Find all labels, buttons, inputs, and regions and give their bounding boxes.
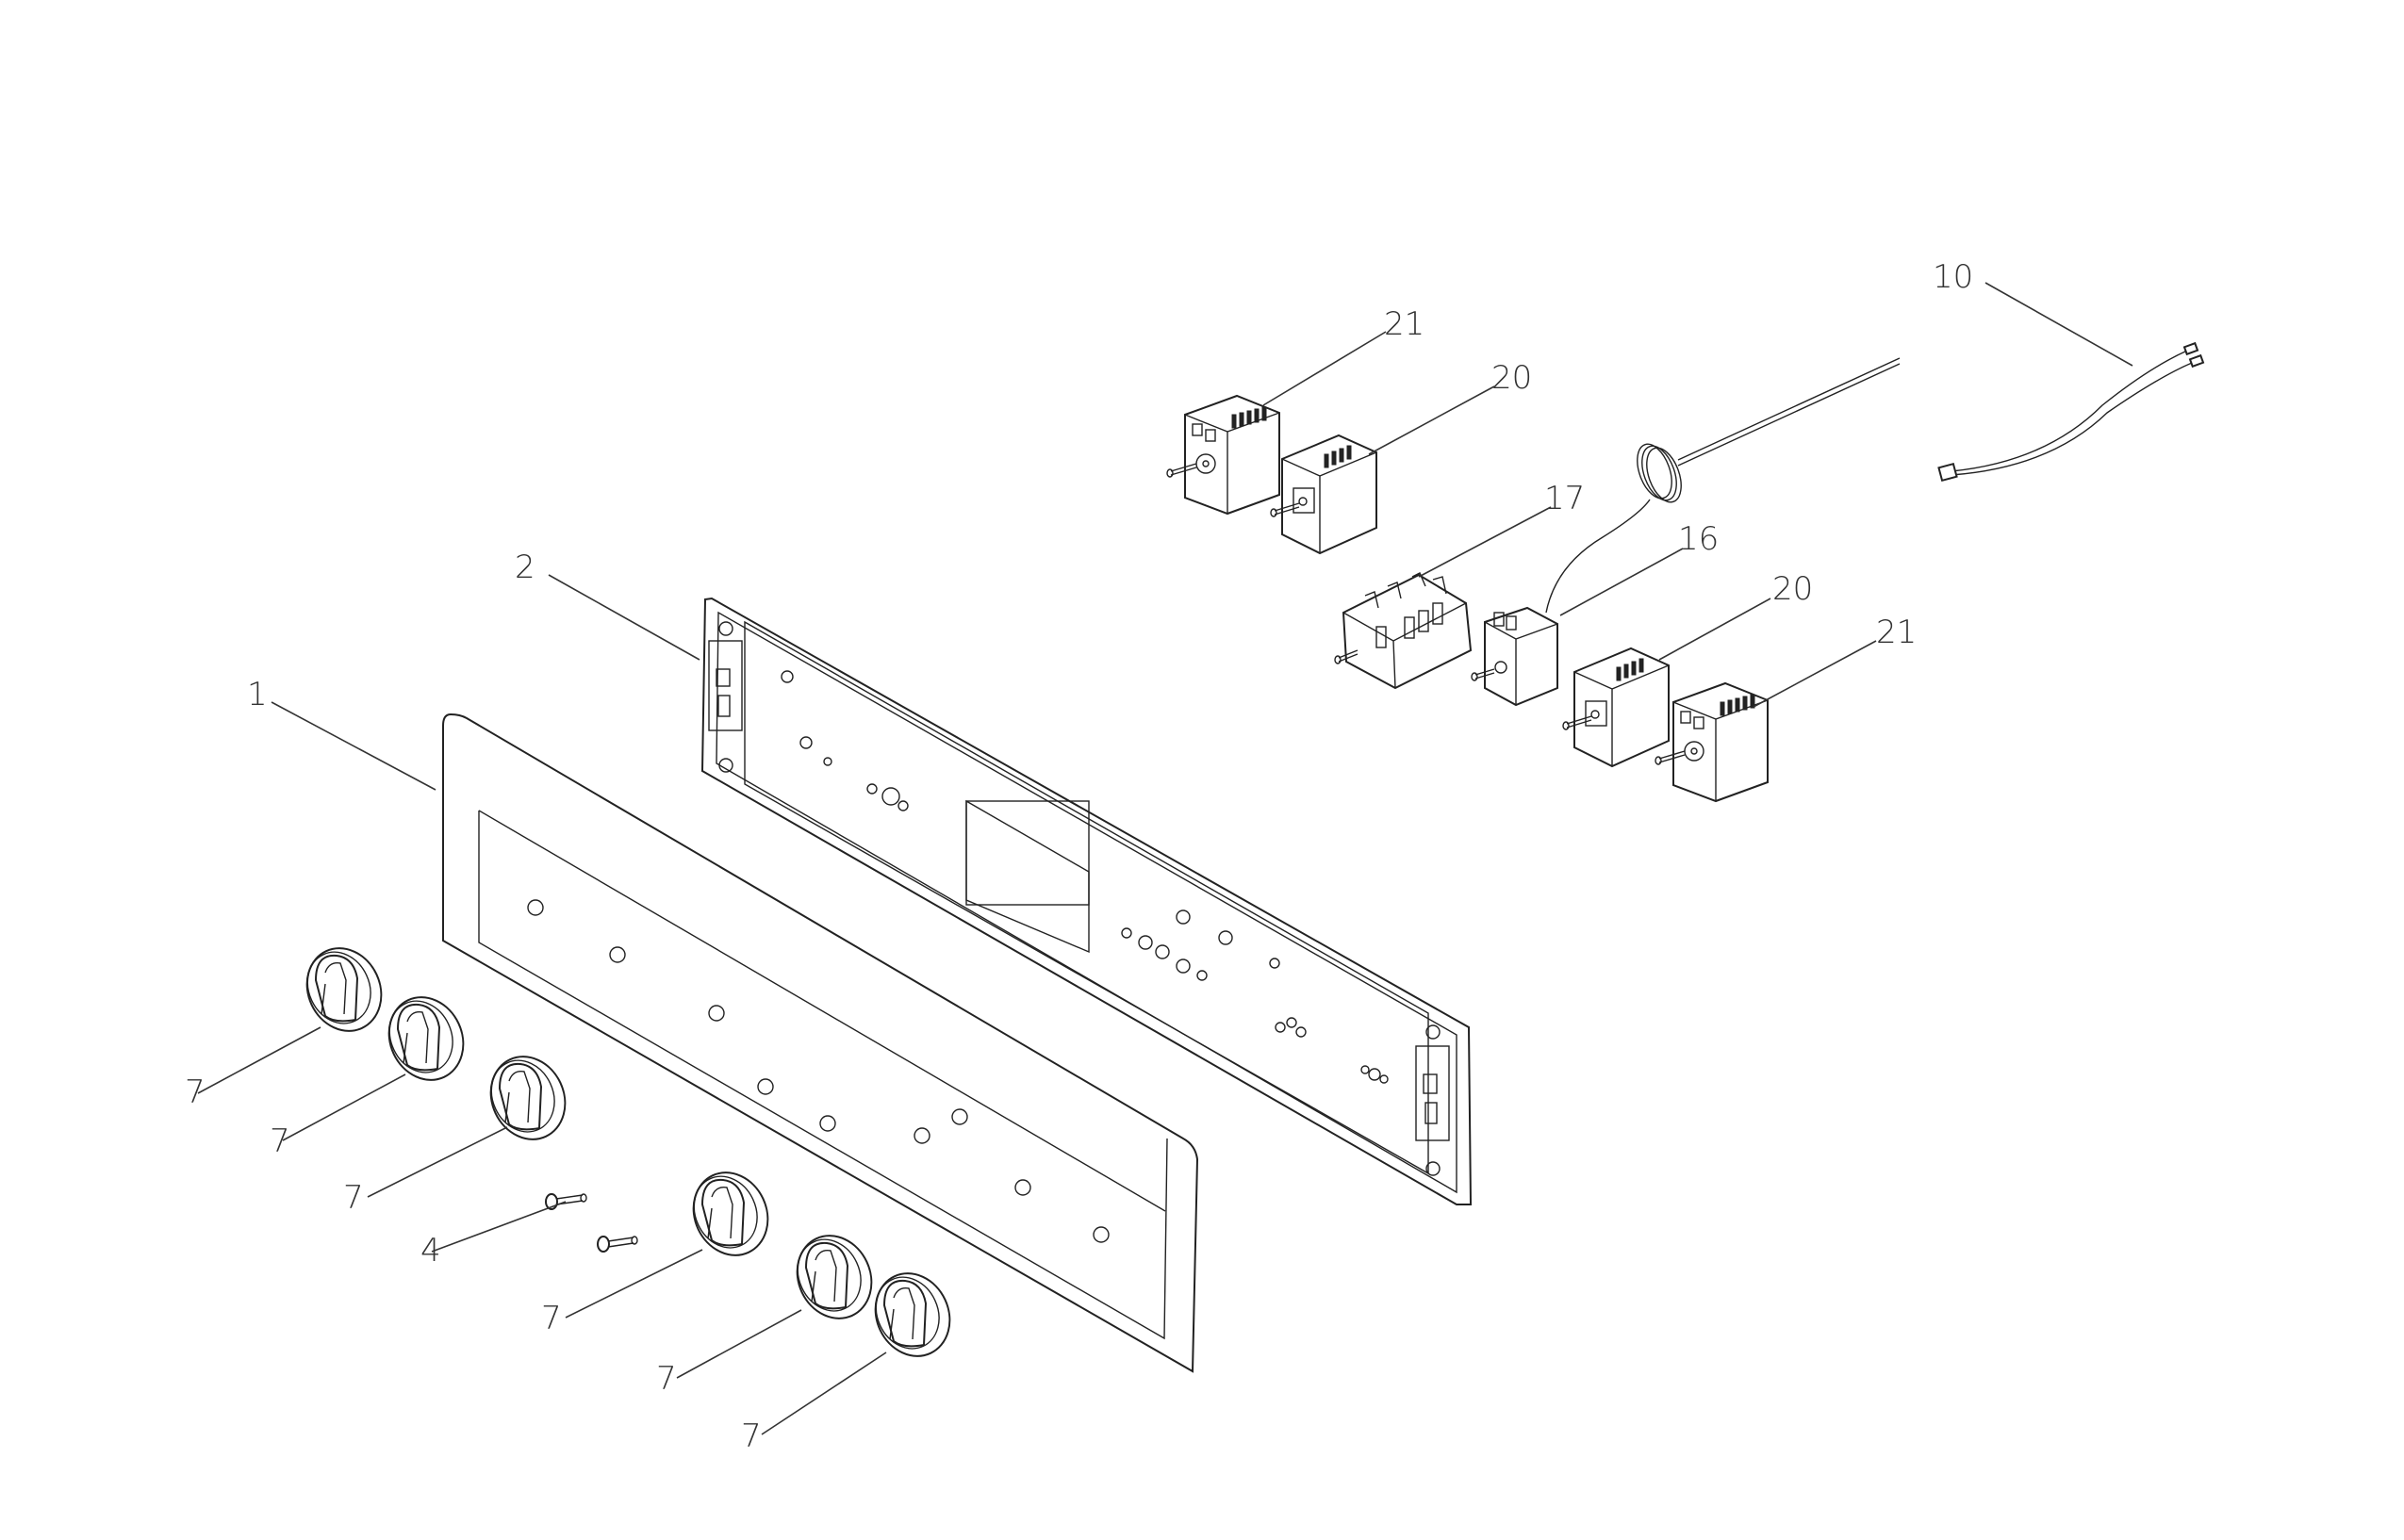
energy-regulator-part-20-upper	[1270, 434, 1377, 554]
callout-1: 1	[247, 676, 268, 713]
callout-17: 17	[1544, 480, 1585, 517]
callout-2: 2	[515, 549, 535, 586]
front-panel-part-1	[442, 713, 1199, 1373]
frame-holes	[781, 670, 1389, 1084]
thermostat-part-16	[1471, 357, 1901, 707]
knob-6	[861, 1260, 964, 1369]
callout-21-upper: 21	[1384, 305, 1424, 343]
callout-7-a: 7	[185, 1073, 206, 1111]
energy-regulator-part-21-upper	[1166, 395, 1280, 515]
callout-7-f: 7	[741, 1417, 762, 1455]
energy-regulator-part-20-lower	[1562, 647, 1670, 767]
callout-10: 10	[1933, 258, 1973, 296]
callout-7-b: 7	[270, 1122, 290, 1160]
capillary-tube	[1545, 357, 1901, 614]
callout-20-lower: 20	[1772, 570, 1813, 608]
callout-7-e: 7	[656, 1360, 677, 1398]
callout-16: 16	[1678, 520, 1719, 558]
screws-part-4	[545, 1193, 638, 1253]
frame-right-bracket	[1415, 1024, 1450, 1176]
leader-lines	[197, 282, 2133, 1435]
knob-2	[374, 984, 478, 1093]
mounting-frame-part-2	[700, 597, 1473, 1205]
knob-3	[476, 1043, 580, 1153]
callout-4: 4	[420, 1232, 441, 1270]
knob-1	[292, 935, 396, 1044]
callout-7-c: 7	[343, 1179, 364, 1217]
screw-2	[597, 1236, 638, 1253]
knob-5	[782, 1222, 886, 1332]
callout-20-upper: 20	[1491, 359, 1532, 397]
energy-regulator-part-21-lower	[1655, 682, 1769, 802]
selector-switch-part-17	[1334, 572, 1473, 690]
callout-7-d: 7	[541, 1300, 562, 1337]
frame-left-bracket	[708, 621, 743, 773]
callout-21-lower: 21	[1876, 614, 1917, 651]
callout-labels: 1 2 4 7 7 7 7 7 7 10 16 17 20 20 21 21	[185, 258, 1973, 1455]
knob-4	[679, 1159, 782, 1269]
panel-knob-holes	[527, 899, 1110, 1243]
wire-lead-part-10	[1937, 341, 2205, 483]
